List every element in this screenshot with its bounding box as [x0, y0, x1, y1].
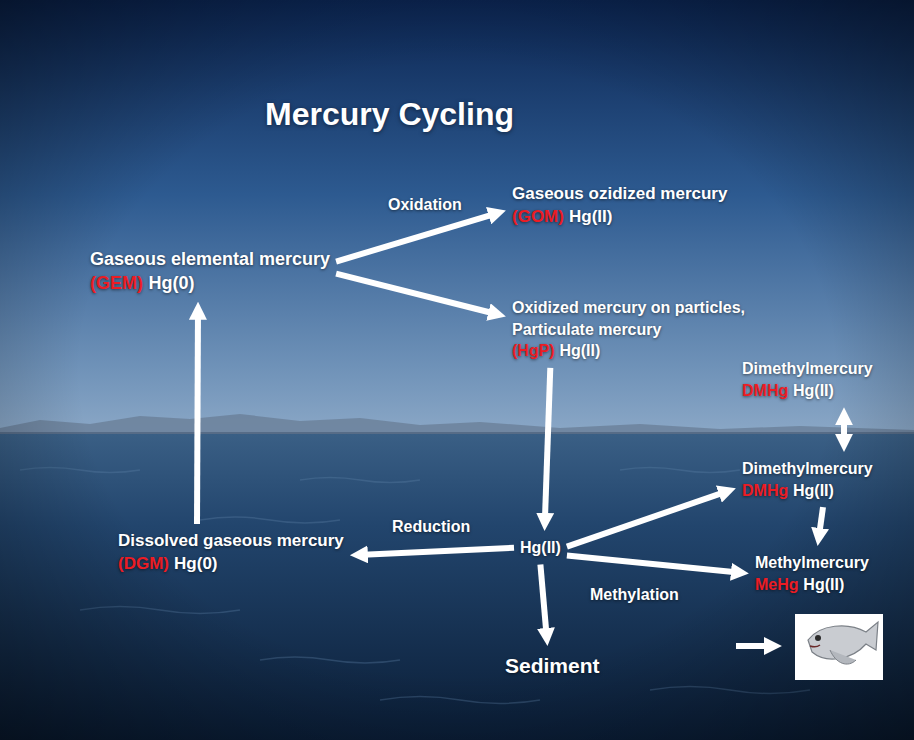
oxidation-state: Hg(II): [559, 342, 600, 359]
species-name: Methylmercury: [755, 554, 869, 571]
process-label: Oxidation: [388, 196, 462, 214]
mercury-species-node: Oxidized mercury on particles, Particula…: [512, 297, 767, 362]
flow-arrow: [336, 213, 498, 262]
text-line: (GEM)Hg(0): [90, 271, 330, 295]
mercury-species-node: Dissolved gaseous mercury (DGM) Hg(0): [118, 530, 344, 576]
mercury-species-node: Hg(II): [520, 537, 561, 559]
oxidation-state: Hg(0): [148, 273, 194, 293]
text-line: Sediment: [505, 652, 600, 680]
oxidation-state: Hg(II): [803, 576, 844, 593]
species-abbreviation: (HgP): [512, 342, 555, 359]
oxidation-state: Hg(II): [793, 482, 834, 499]
mercury-species-node: Gaseous elemental mercury(GEM)Hg(0): [90, 247, 330, 296]
text-line: Dimethylmercury: [742, 358, 873, 380]
species-name: Dissolved gaseous mercury: [118, 531, 344, 550]
text-line: MeHgHg(II): [755, 574, 869, 596]
species-abbreviation: (GOM): [512, 207, 564, 226]
species-abbreviation: (DGM): [118, 554, 169, 573]
mercury-species-node: Sediment: [505, 652, 600, 680]
text-line: (HgP)Hg(II): [512, 340, 767, 362]
text-line: DMHg Hg(II): [742, 380, 873, 402]
flow-arrow: [540, 565, 546, 638]
species-name: Oxidized mercury on particles, Particula…: [512, 299, 745, 338]
mercury-species-node: MethylmercuryMeHgHg(II): [755, 552, 869, 595]
text-line: Gaseous elemental mercury: [90, 247, 330, 271]
text-line: Oxidized mercury on particles, Particula…: [512, 297, 767, 340]
flow-arrow: [545, 368, 551, 523]
species-name: Gaseous ozidized mercury: [512, 184, 727, 203]
species-name: Hg(II): [520, 539, 561, 556]
text-line: Dissolved gaseous mercury: [118, 530, 344, 553]
species-name: Sediment: [505, 654, 600, 677]
food-chain-arrow: [736, 643, 774, 649]
mercury-species-node: DimethylmercuryDMHg Hg(II): [742, 358, 873, 401]
flow-arrow: [841, 415, 847, 444]
process-label: Reduction: [392, 518, 470, 536]
species-abbreviation: DMHg: [742, 482, 788, 499]
text-line: (DGM) Hg(0): [118, 553, 344, 576]
species-name: Gaseous elemental mercury: [90, 249, 330, 269]
flow-arrow: [567, 555, 741, 572]
oxidation-state: Hg(0): [174, 554, 217, 573]
oxidation-state: Hg(II): [793, 382, 834, 399]
text-line: DMHg Hg(II): [742, 480, 873, 502]
species-name: Dimethylmercury: [742, 460, 873, 477]
flow-arrow: [197, 310, 198, 524]
text-line: Hg(II): [520, 537, 561, 559]
species-abbreviation: (GEM): [90, 273, 143, 293]
oxidation-state: Hg(II): [569, 207, 612, 226]
species-abbreviation: DMHg: [742, 382, 788, 399]
text-line: (GOM) Hg(II): [512, 206, 727, 229]
process-label: Methylation: [590, 586, 679, 604]
species-name: Dimethylmercury: [742, 360, 873, 377]
text-line: Gaseous ozidized mercury: [512, 183, 727, 206]
text-line: Dimethylmercury: [742, 458, 873, 480]
fish-photo-frame: [795, 614, 883, 680]
mercury-species-node: Gaseous ozidized mercury (GOM) Hg(II): [512, 183, 727, 229]
species-abbreviation: MeHg: [755, 576, 799, 593]
mercury-species-node: DimethylmercuryDMHg Hg(II): [742, 458, 873, 501]
text-line: Methylmercury: [755, 552, 869, 574]
flow-arrow: [567, 491, 729, 547]
fish-drawing: [808, 622, 878, 664]
flow-arrow: [336, 274, 498, 315]
flow-arrow: [358, 548, 514, 555]
diagram-title: Mercury Cycling: [265, 96, 514, 133]
flow-arrow: [819, 507, 823, 538]
